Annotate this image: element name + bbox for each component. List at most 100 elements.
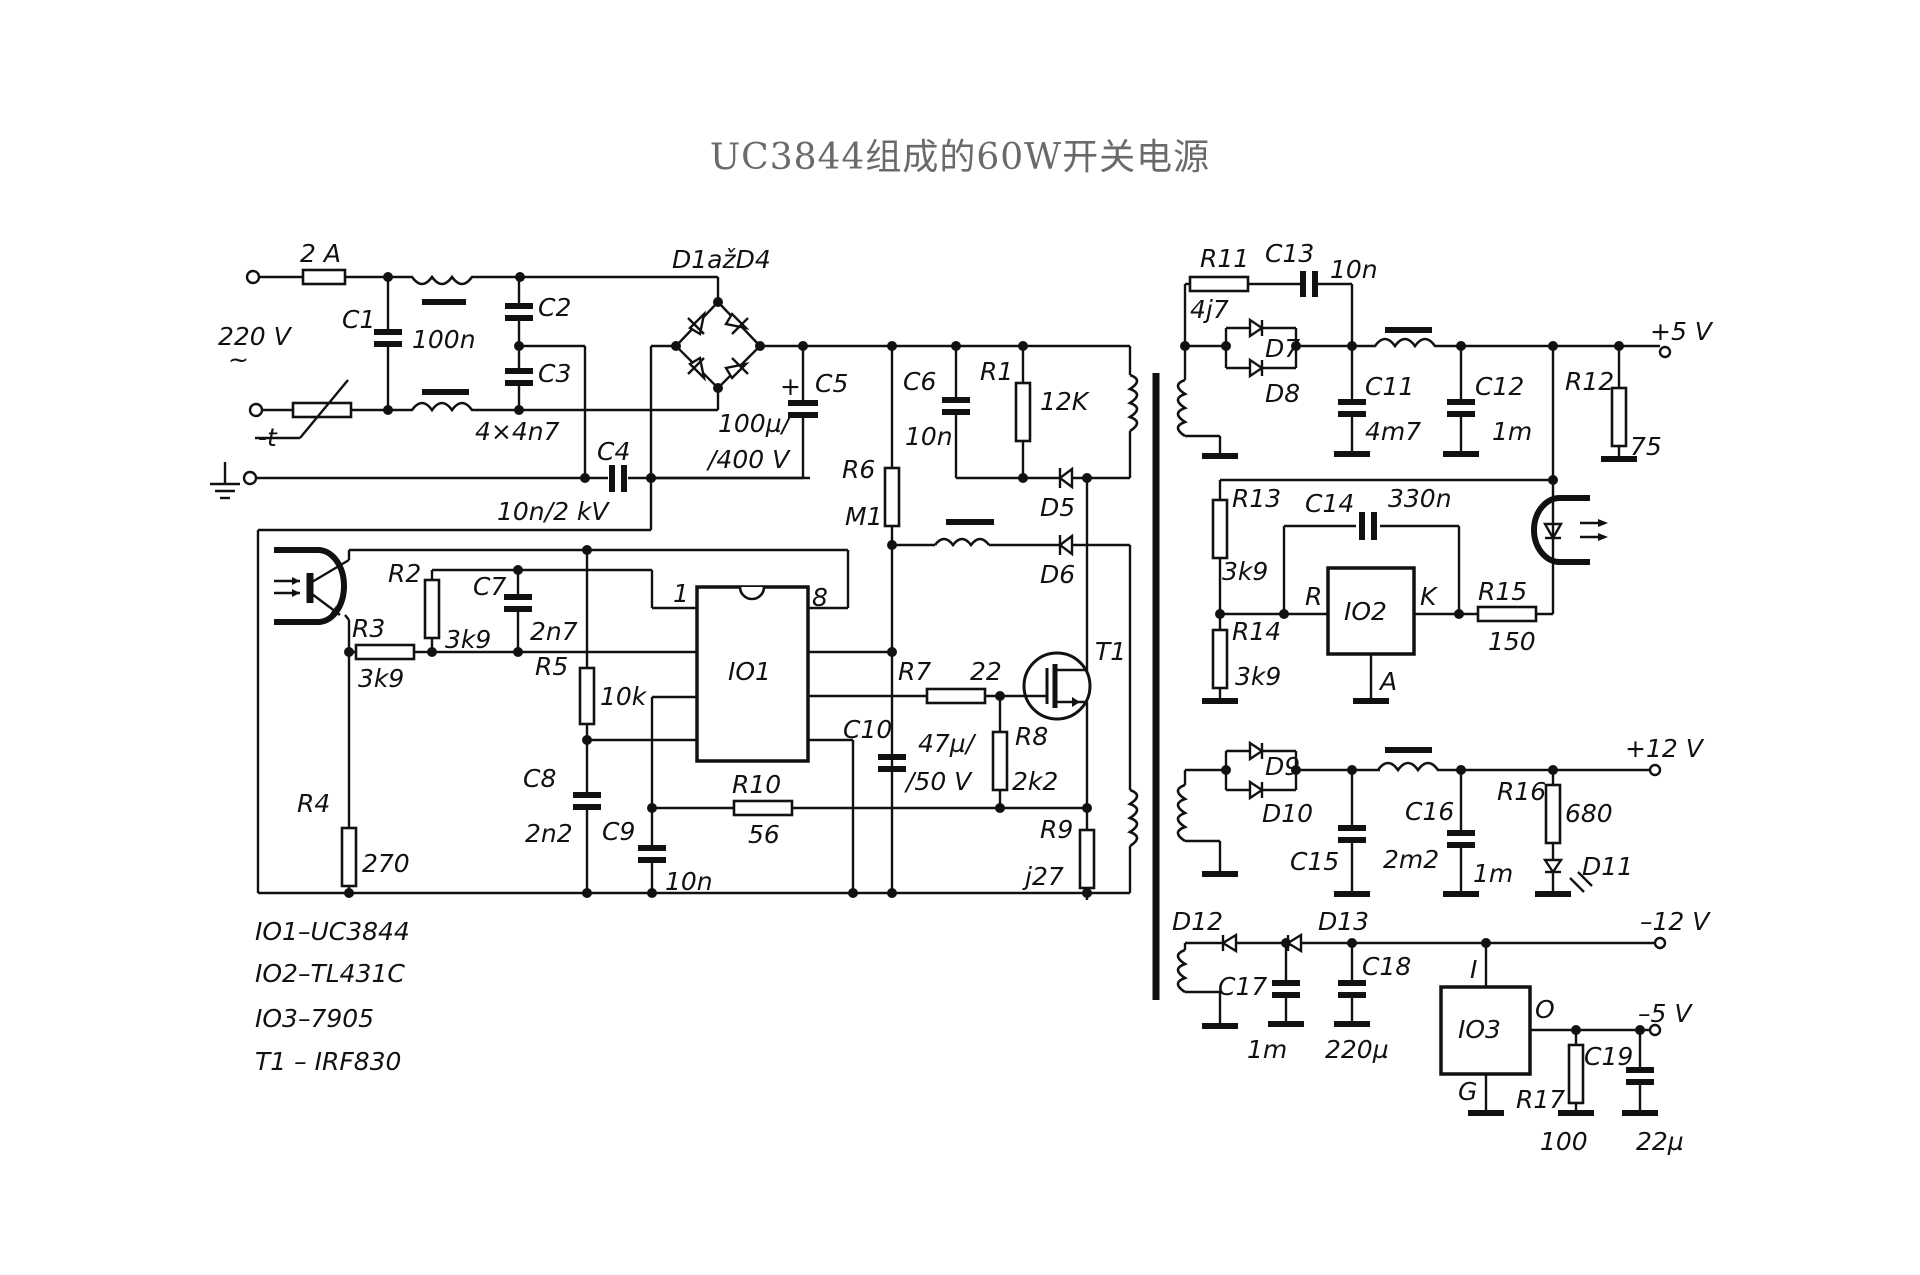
c19-value: 22µ: [1636, 1127, 1684, 1156]
r16-ref: R16: [1497, 777, 1546, 806]
r15-ref: R15: [1478, 577, 1527, 606]
diode-d5-icon: [1058, 466, 1074, 490]
r10-ref: R10: [732, 770, 781, 799]
terminal-neutral[interactable]: [248, 402, 264, 418]
c10-value-2: /50 V: [904, 767, 973, 796]
r2-ref: R2: [388, 559, 421, 588]
c4-value: 10n/2 kV: [497, 497, 610, 526]
aux-choke: [933, 537, 991, 548]
diode-icon: [687, 310, 706, 336]
r7-value: 22: [970, 657, 1002, 686]
diode-icon: [724, 357, 750, 380]
io3-pin-o: O: [1535, 995, 1555, 1024]
legend-line: IO2–TL431C: [255, 959, 405, 988]
r12-ref: R12: [1565, 367, 1614, 396]
terminal-minus5v[interactable]: [1648, 1023, 1662, 1037]
r9-ref: R9: [1040, 815, 1073, 844]
ic-io3: [1439, 985, 1532, 1076]
diode-d9-icon: [1248, 740, 1265, 762]
transformer-aux-winding: [1127, 788, 1139, 848]
r8-value: 2k2: [1012, 767, 1058, 796]
resistor-r8: [991, 730, 1009, 792]
terminal-minus12v[interactable]: [1653, 936, 1667, 950]
resistor-r1: [1014, 381, 1032, 443]
output-choke-12v: [1376, 761, 1460, 773]
terminal-plus5v[interactable]: [1658, 345, 1672, 359]
control-ic: IO1 1 8: [349, 548, 892, 893]
io2-pin-r: R: [1305, 582, 1322, 611]
c6-ref: C6: [903, 367, 936, 396]
diagram-title: UC3844组成的60W开关电源: [709, 137, 1211, 178]
r4-ref: R4: [297, 789, 330, 818]
output-12v: D9 D10 C15 2m2 C16 1m: [1176, 734, 1705, 897]
c16-ref: C16: [1405, 797, 1454, 826]
resistor-r9: [1078, 828, 1096, 890]
terminal-line[interactable]: [245, 269, 261, 285]
choke-winding-bottom: [388, 401, 520, 413]
c5-value-1: 100µ/: [718, 409, 793, 438]
c12-ref: C12: [1475, 372, 1524, 401]
d7-ref: D7: [1265, 334, 1300, 363]
c6-value: 10n: [905, 422, 953, 451]
c19-ref: C19: [1584, 1042, 1633, 1071]
output-plus12v-label: +12 V: [1625, 734, 1705, 763]
resistor-r5: [578, 666, 596, 726]
c9-ref: C9: [602, 817, 635, 846]
input-voltage-label: 220 V: [218, 322, 293, 351]
c2-c3-value: 4×4n7: [475, 417, 560, 446]
output-minus12v-label: –12 V: [1640, 907, 1711, 936]
output-negative: D12 D13 C17 1m C18 220µ IO3 I O G: [1172, 907, 1711, 1156]
resistor-r16: [1544, 783, 1562, 845]
bridge-rectifier: D1ažD4: [646, 245, 771, 530]
d12-ref: D12: [1172, 907, 1223, 936]
feedback-network: R3 3k9 R2 3k9 C7 2n7 R4 270 R5 10k: [256, 528, 1130, 898]
resistor-r11: [1188, 275, 1250, 293]
diode-icon: [724, 312, 750, 335]
r14-ref: R14: [1232, 617, 1281, 646]
c7-value: 2n7: [530, 617, 578, 646]
resistor-r3: [354, 643, 416, 661]
c8-ref: C8: [523, 764, 556, 793]
c15-ref: C15: [1290, 847, 1339, 876]
hv-bus: + C5 100µ/ /400 V C6 10n R1 12K D5: [651, 341, 1139, 522]
resistor-r15: [1476, 605, 1538, 623]
startup-aux: R6 M1 D6: [842, 346, 1139, 893]
c2-ref: C2: [538, 293, 571, 322]
resistor-r4: [340, 826, 358, 888]
r3-ref: R3: [352, 614, 385, 643]
resistor-r14: [1211, 628, 1229, 690]
output-choke-5v: [1352, 337, 1455, 349]
transformer-primary: [1127, 373, 1139, 433]
earth-icon: [210, 462, 240, 500]
c15-value: 2m2: [1383, 845, 1439, 874]
choke-winding-top: [388, 274, 520, 286]
terminal-earth[interactable]: [242, 470, 258, 486]
r17-ref: R17: [1516, 1085, 1565, 1114]
r7-ref: R7: [898, 657, 931, 686]
resistor-r6: [883, 466, 901, 528]
r2-value: 3k9: [445, 625, 491, 654]
d5-ref: D5: [1040, 493, 1075, 522]
d13-ref: D13: [1318, 907, 1369, 936]
diode-d8-icon: [1248, 357, 1265, 379]
led-d11-icon: [1542, 858, 1593, 893]
r8-ref: R8: [1015, 722, 1048, 751]
legend-line: IO3–7905: [255, 1004, 374, 1033]
c1-ref: C1: [342, 305, 375, 334]
diode-d12-icon: [1220, 932, 1238, 954]
r3-value: 3k9: [358, 664, 404, 693]
r5-ref: R5: [535, 652, 568, 681]
ac-symbol: ~: [228, 345, 249, 374]
c8-value: 2n2: [525, 819, 573, 848]
c14-ref: C14: [1305, 489, 1354, 518]
c14-value: 330n: [1388, 484, 1452, 513]
output-5v: R11 4j7 C13 10n D7 D8 C11 4m7: [1176, 239, 1714, 462]
io3-pin-g: G: [1458, 1077, 1477, 1106]
resistor-r12: [1610, 386, 1628, 448]
c12-value: 1m: [1492, 417, 1532, 446]
r15-value: 150: [1488, 627, 1536, 656]
r1-ref: R1: [980, 357, 1013, 386]
terminal-plus12v[interactable]: [1648, 763, 1662, 777]
d8-ref: D8: [1265, 379, 1300, 408]
